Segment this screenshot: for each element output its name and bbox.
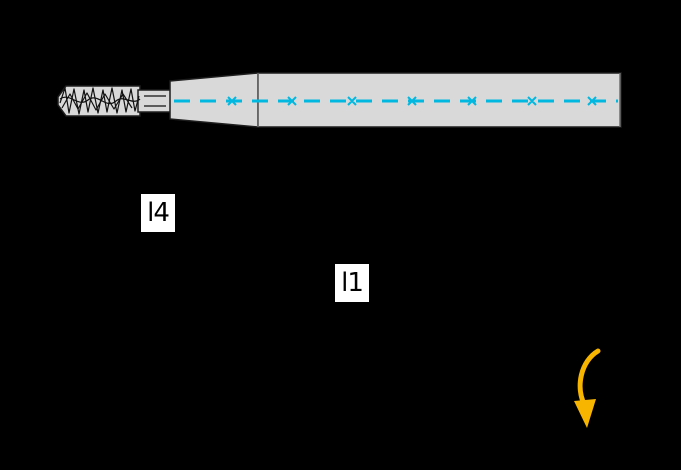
rotation-arrow-shaft	[577, 348, 601, 409]
flute-hatching-2	[59, 92, 141, 111]
dimension-label-l1-text: l1	[341, 268, 364, 298]
tool-neck	[137, 89, 173, 113]
centerline-cross-marks	[227, 96, 597, 106]
rotation-arrow-head	[574, 399, 596, 428]
dimension-label-l4: l4	[141, 194, 175, 232]
dimension-label-l4-text: l4	[147, 198, 170, 228]
dimension-label-l1: l1	[335, 264, 369, 302]
rotation-arrow-icon	[574, 348, 601, 428]
neck-lines	[144, 95, 166, 107]
